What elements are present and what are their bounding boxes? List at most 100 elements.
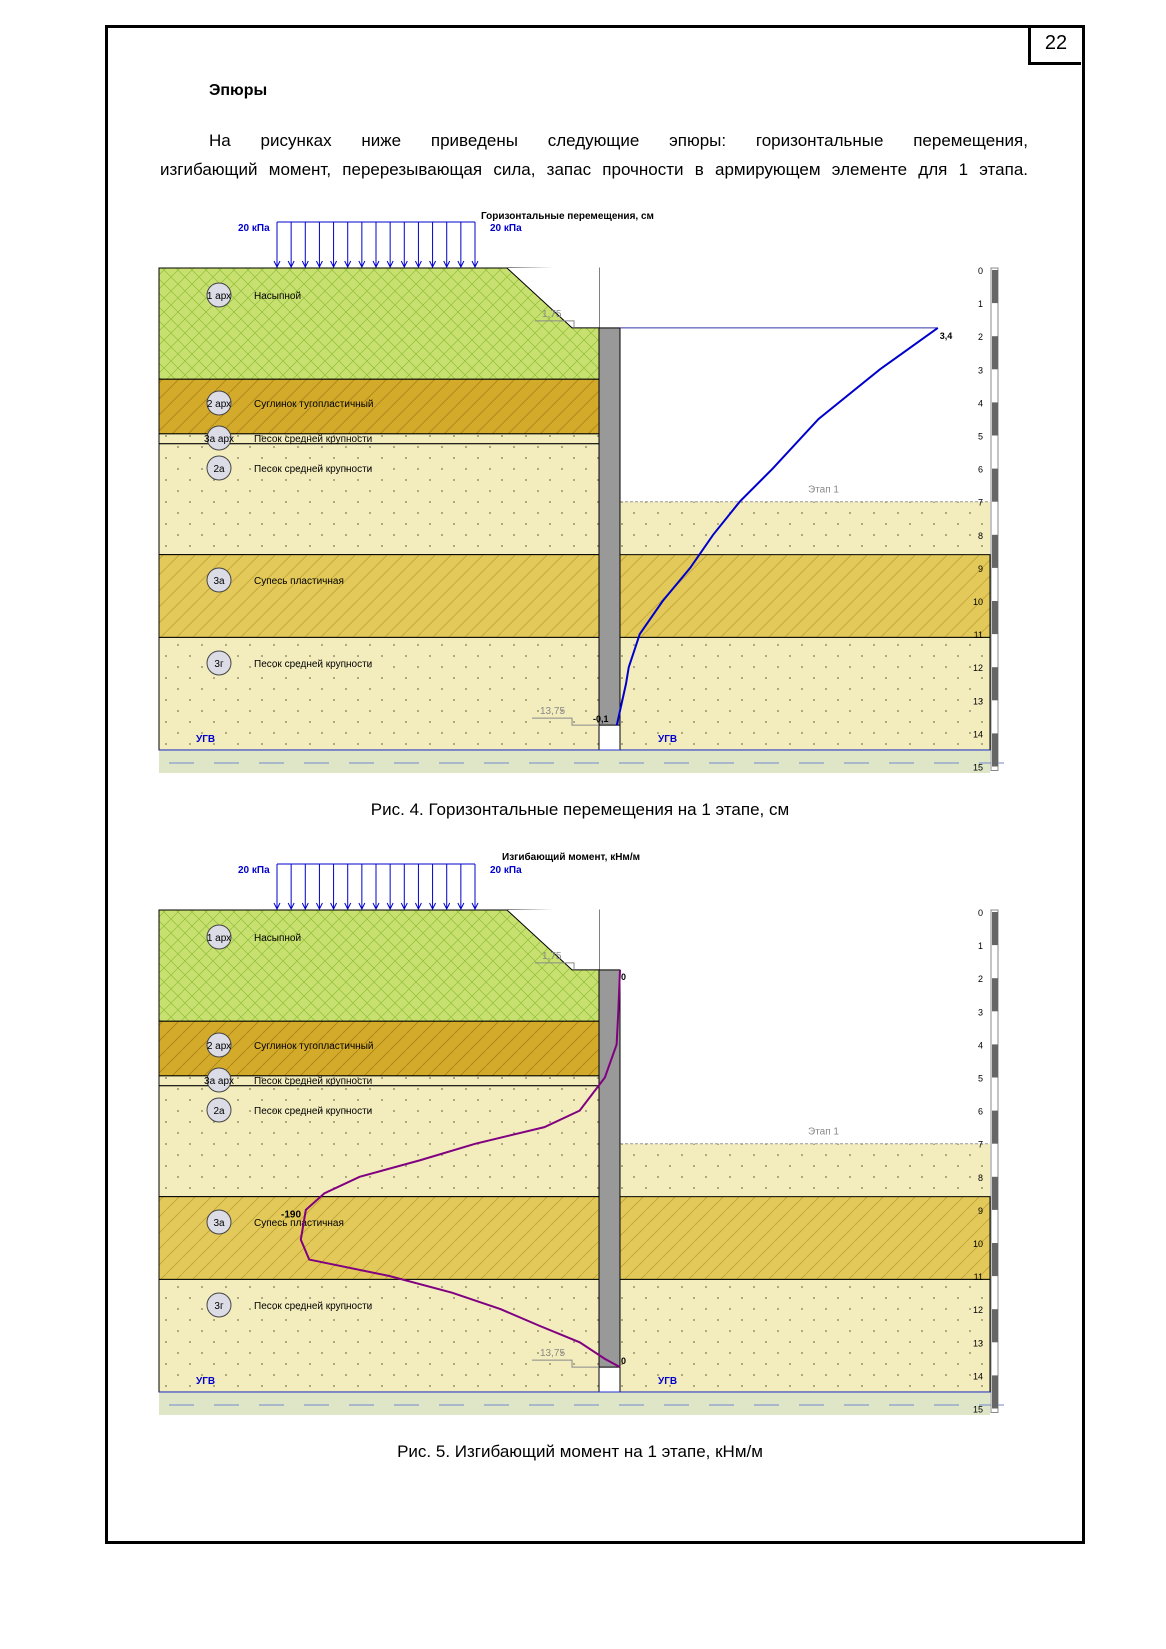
ruler-segment [992,1243,998,1277]
layer-id: 3а [213,576,225,587]
curve-label-bottom: 0 [621,1356,626,1366]
layer-badge [206,1097,232,1123]
ruler-segment [992,912,998,946]
curve-label-top: 3,4 [940,331,953,341]
ruler-segment [992,270,998,304]
load-arrow [386,864,394,911]
layer-badge [206,567,232,593]
load-arrow [330,864,338,911]
ruler-tick: 2 [978,974,983,984]
load-label-left: 20 кПа [238,223,270,234]
load-arrow [457,864,465,911]
ruler-tick: 3 [978,365,983,375]
ruler-segment [992,1309,998,1343]
level-mark-bottom: 13,75 [540,706,565,717]
load-arrow [471,222,479,269]
ruler-tick: 14 [973,729,983,739]
ruler-tick: 10 [973,597,983,607]
layer-badge [206,425,232,451]
layer-badge [206,924,232,950]
load-arrow [330,222,338,269]
load-arrow [315,864,323,911]
layer-id: 2 арх [207,1041,231,1052]
load-arrow [429,864,437,911]
curve-label-bottom: -0,1 [593,714,609,724]
ruler-tick: 8 [978,531,983,541]
soil-layer [158,378,600,435]
slope-cut [507,267,599,328]
layer-id: 3а арх [204,1076,234,1087]
soil-layer [158,1020,600,1077]
ruler-segment [992,534,998,568]
load-arrow [287,864,295,911]
load-arrow [400,222,408,269]
layer-badge [206,1067,232,1093]
ruler-segment [992,733,998,767]
groundwater-zone [159,749,990,773]
gwl-label-right: УГВ [658,1376,677,1387]
level-mark-line [535,962,575,970]
load-arrow [315,222,323,269]
layer-id: 1 арх [207,291,231,302]
layer-name: Песок средней крупности [254,464,372,475]
load-arrow [414,222,422,269]
layer-name: Насыпной [254,933,301,944]
paragraph-line-1: На рисунках ниже приведены следующие эпю… [209,131,1028,150]
ruler-tick: 4 [978,398,983,408]
ruler-tick: 5 [978,1074,983,1084]
layer-id: 3г [214,659,224,670]
load-arrow [429,222,437,269]
load-arrow [372,864,380,911]
ruler-tick: 9 [978,564,983,574]
ruler-tick: 12 [973,663,983,673]
layer-name: Суглинок тугопластичный [254,1041,373,1052]
layer-name: Супесь пластичная [254,576,344,587]
soil-layer-right [619,636,991,751]
level-mark-line [535,320,575,328]
page-number: 22 [1028,25,1081,65]
load-label-right: 20 кПа [490,865,522,876]
load-arrow [273,222,281,269]
layer-name: Насыпной [254,291,301,302]
soil-layer [158,1278,600,1393]
page-frame [105,25,1085,1544]
soil-layer [158,1196,600,1280]
ruler-tick: 9 [978,1206,983,1216]
layer-id: 3г [214,1301,224,1312]
depth-ruler [990,267,999,771]
load-arrow [358,864,366,911]
layer-badge [206,282,232,308]
ruler-segment [992,336,998,370]
load-arrow [344,864,352,911]
layer-id: 2 арх [207,399,231,410]
ruler-tick: 14 [973,1371,983,1381]
load-arrow [372,222,380,269]
load-label-left: 20 кПа [238,865,270,876]
load-arrow [386,222,394,269]
ruler-tick: 1 [978,299,983,309]
curve-label-top: 0 [621,972,626,982]
ruler-tick: 13 [973,696,983,706]
load-arrow [471,864,479,911]
layer-id: 1 арх [207,933,231,944]
figure-caption-4: Рис. 4. Горизонтальные перемещения на 1 … [370,800,790,819]
layer-id: 2а [213,1106,225,1117]
ruler-tick: 13 [973,1338,983,1348]
retaining-wall [598,327,621,726]
ruler-tick: 6 [978,465,983,475]
ruler-tick: 1 [978,941,983,951]
ruler-tick: 0 [978,908,983,918]
load-arrow [358,222,366,269]
groundwater-zone [159,1391,990,1415]
ruler-segment [992,1044,998,1078]
layer-badge [206,1032,232,1058]
soil-layer [158,1085,600,1198]
ruler-tick: 8 [978,1173,983,1183]
gwl-label-left: УГВ [196,1376,215,1387]
section-heading: Эпюры [209,82,268,99]
level-mark-top: 1,75 [542,309,562,320]
ruler-tick: 0 [978,266,983,276]
figure-caption-5: Рис. 5. Изгибающий момент на 1 этапе, кН… [397,1442,763,1461]
